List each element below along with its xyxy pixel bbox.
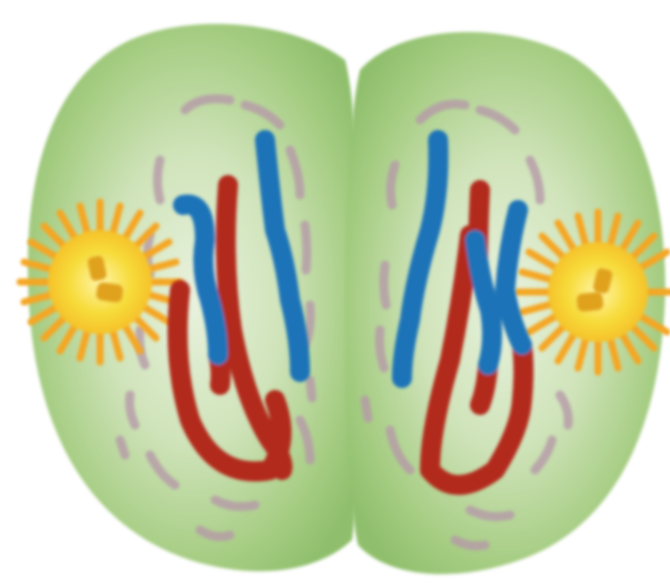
left-centrosome-body bbox=[48, 230, 152, 334]
left-centrosome bbox=[20, 202, 180, 362]
